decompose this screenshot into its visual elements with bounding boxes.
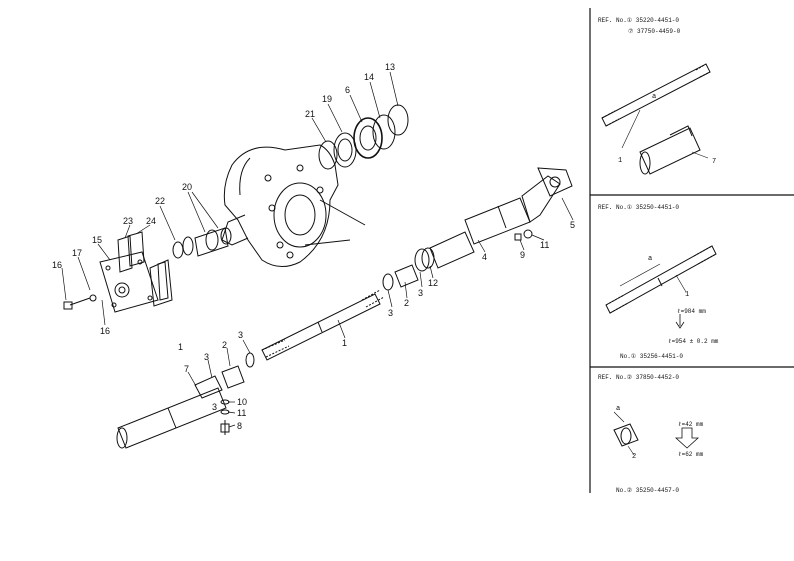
- callout-3-clamp: 3: [212, 402, 217, 412]
- ref-bot-collar: [613, 411, 700, 456]
- bolt-16: [63, 294, 97, 310]
- callout-2-left: 2: [222, 340, 227, 350]
- bolt-9: [514, 229, 533, 241]
- callout-11-left: 11: [237, 408, 246, 418]
- gear-housing: [221, 144, 366, 267]
- coupling-shaft: [172, 227, 232, 259]
- leader-lines: [61, 71, 574, 428]
- callout-5: 5: [570, 220, 575, 230]
- callout-23: 23: [123, 216, 133, 226]
- ref-bot-label-2: 2: [632, 453, 636, 461]
- callout-16-bottom: 16: [100, 326, 110, 336]
- ref-mid-label-a: a: [648, 255, 652, 263]
- callout-1-shaft: 1: [342, 338, 347, 348]
- ref-mid-footer: No.① 35256-4451-0: [620, 353, 683, 360]
- mounting-plate: [99, 251, 159, 313]
- callout-22: 22: [155, 196, 165, 206]
- callout-2-mid: 2: [404, 298, 409, 308]
- ref-top-shaft: [601, 63, 711, 175]
- callout-17: 17: [72, 248, 82, 258]
- callout-1-tube: 1: [178, 342, 183, 352]
- ref-top-line1: REF. No.① 35220-4451-0: [598, 17, 679, 24]
- callout-10: 10: [237, 397, 247, 407]
- callout-13: 13: [385, 62, 395, 72]
- reference-panel: [589, 8, 794, 493]
- callout-12: 12: [428, 278, 438, 288]
- ref-bot-footer: No.② 35250-4457-0: [616, 487, 679, 494]
- drive-shaft: [116, 167, 573, 449]
- callout-21: 21: [305, 109, 315, 119]
- ref-bot-line1: REF. No.② 37850-4452-0: [598, 374, 679, 381]
- ref-top-label-7: 7: [712, 158, 716, 166]
- ref-bot-label-a: a: [616, 405, 620, 413]
- callout-3-mid-b: 3: [418, 288, 423, 298]
- bolt-8-stack: [220, 399, 230, 435]
- callout-9: 9: [520, 250, 525, 260]
- ref-mid-label-1: 1: [685, 291, 689, 299]
- callout-4: 4: [482, 252, 487, 262]
- bearing-stack: [318, 104, 409, 170]
- ref-mid-dim1: ℓ=984 mm: [677, 308, 706, 315]
- ref-mid-dim2: ℓ=954 ± 0.2 mm: [668, 338, 719, 345]
- ref-mid-line1: REF. No.① 35250-4451-0: [598, 204, 679, 211]
- callout-15: 15: [92, 235, 102, 245]
- callout-11-right: 11: [540, 240, 549, 250]
- callout-20: 20: [182, 182, 192, 192]
- callout-3-mid-a: 3: [388, 308, 393, 318]
- ref-top-label-1: 1: [618, 157, 622, 165]
- callout-3-left-a: 3: [238, 330, 243, 340]
- callout-14: 14: [364, 72, 374, 82]
- callout-8: 8: [237, 421, 242, 431]
- ref-bot-dim2: ℓ=62 mm: [678, 451, 704, 458]
- callout-7: 7: [184, 364, 189, 374]
- ref-bot-dim1: ℓ=42 mm: [678, 421, 704, 428]
- ref-mid-shaft: [605, 245, 717, 329]
- callout-6: 6: [345, 85, 350, 95]
- ref-top-line2: ⑦ 37750-4459-0: [628, 28, 681, 35]
- callout-19: 19: [322, 94, 332, 104]
- callout-16-left: 16: [52, 260, 62, 270]
- callout-24: 24: [146, 216, 156, 226]
- callout-3-left-b: 3: [204, 352, 209, 362]
- fork-bracket: [149, 259, 173, 307]
- ref-top-label-a: a: [652, 93, 656, 101]
